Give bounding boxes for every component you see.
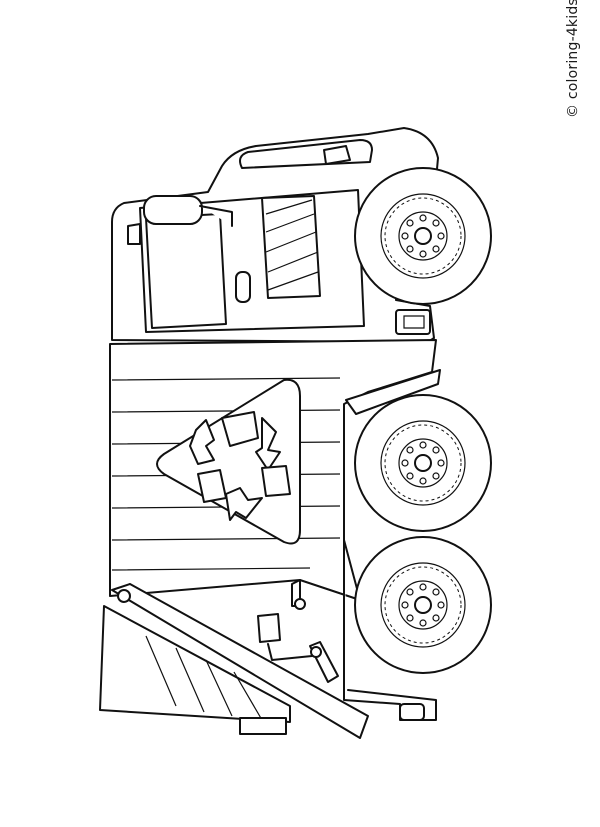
truck-chassis [344, 540, 436, 720]
recycling-symbol [157, 380, 300, 544]
wheel-front [355, 168, 491, 304]
wheel-middle [355, 395, 491, 531]
truck-cab [112, 128, 438, 342]
rear-loader [100, 580, 368, 738]
wheel-rear [355, 537, 491, 673]
